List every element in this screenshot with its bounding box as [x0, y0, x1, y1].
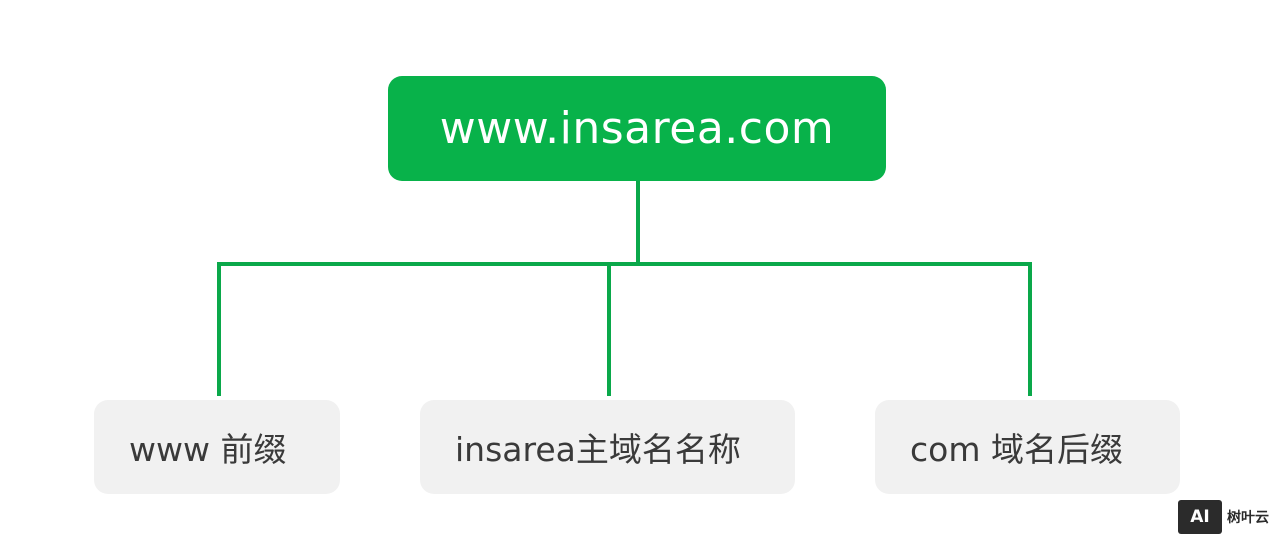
child-node-prefix: www 前缀 — [94, 400, 340, 494]
child-node-main-domain-label: insarea主域名名称 — [455, 430, 741, 469]
child-node-prefix-label: www 前缀 — [129, 430, 287, 469]
child-node-suffix-label: com 域名后缀 — [910, 430, 1123, 469]
child-node-main-domain: insarea主域名名称 — [420, 400, 795, 494]
watermark: AI 树叶云 — [1178, 500, 1269, 534]
child-node-suffix: com 域名后缀 — [875, 400, 1180, 494]
root-node: www.insarea.com — [388, 76, 886, 181]
ai-logo-icon: AI — [1178, 500, 1222, 534]
watermark-brand: 树叶云 — [1227, 510, 1269, 526]
root-node-label: www.insarea.com — [439, 103, 835, 154]
ai-logo-text: AI — [1190, 507, 1210, 527]
